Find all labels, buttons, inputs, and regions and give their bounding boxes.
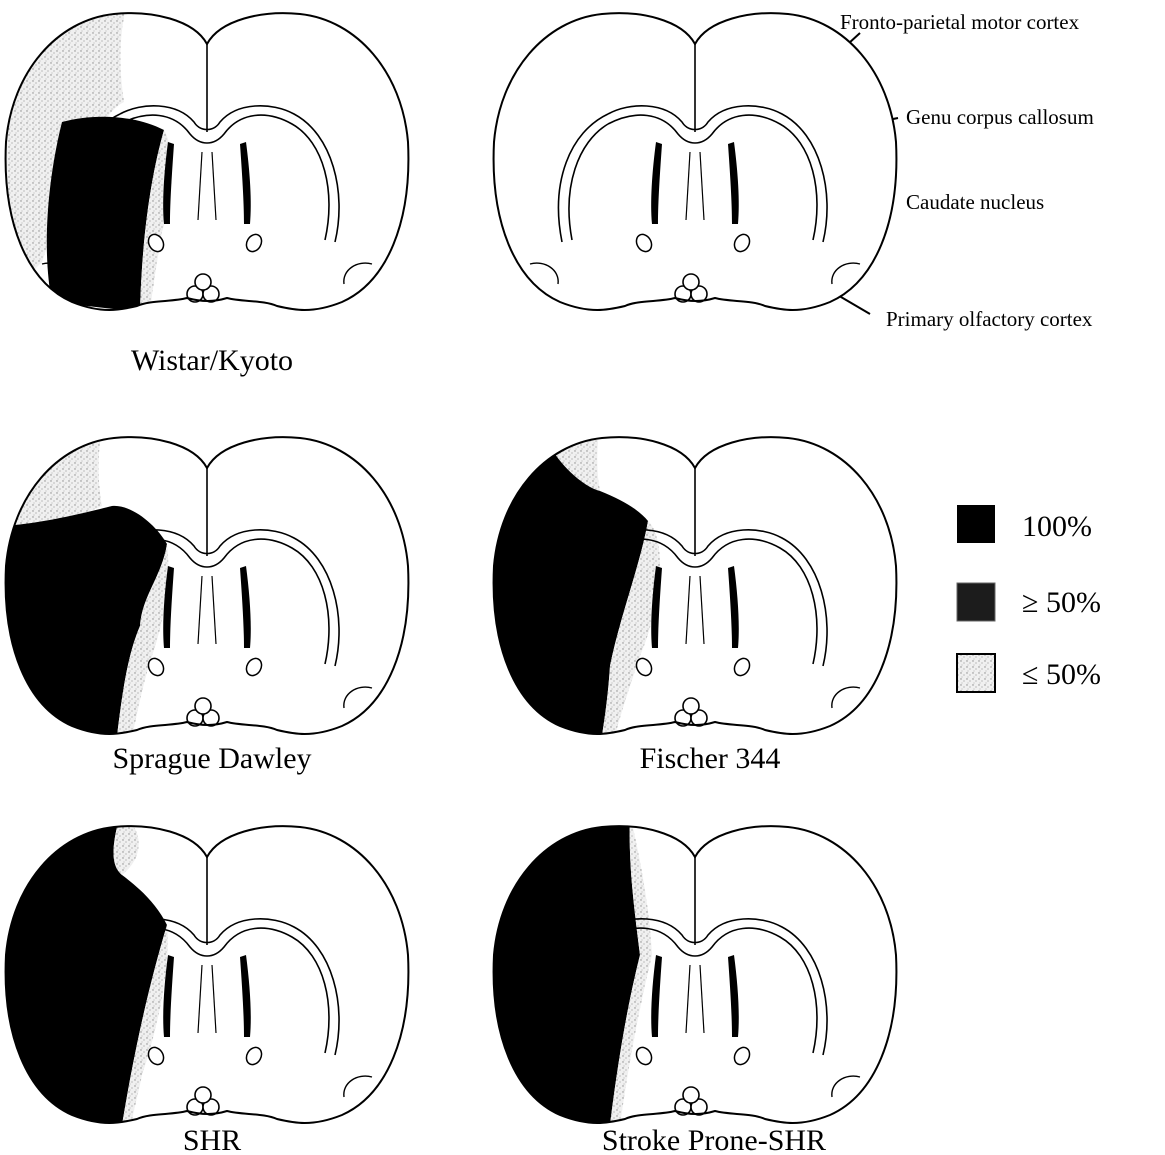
annotation-olfactory-cortex: Primary olfactory cortex	[886, 307, 1093, 331]
panel-caption: Stroke Prone-SHR	[602, 1124, 826, 1155]
panel-caption: Fischer 344	[640, 742, 781, 775]
legend-label-100: 100%	[1022, 510, 1092, 543]
brain-section-panel-3	[490, 426, 896, 736]
brain-section-panel-0	[2, 2, 408, 312]
annotation-caudate-nucleus: Caudate nucleus	[906, 190, 1044, 214]
annotation-motor-cortex: Fronto-parietal motor cortex	[840, 10, 1080, 34]
brain-section-panel-1	[494, 13, 897, 310]
annotation-genu-corpus-callosum: Genu corpus callosum	[906, 105, 1094, 129]
legend-label-le50: ≤ 50%	[1022, 658, 1101, 691]
panel-caption: Wistar/Kyoto	[131, 344, 293, 377]
legend-swatch-le50	[957, 654, 995, 692]
panel-caption: SHR	[183, 1124, 241, 1155]
brain-section-panel-4	[2, 815, 408, 1125]
panel-caption: Sprague Dawley	[112, 742, 311, 775]
legend: 100% ≥ 50% ≤ 50%	[957, 505, 1101, 692]
legend-swatch-100	[957, 505, 995, 543]
brain-section-panel-5	[490, 815, 896, 1125]
legend-label-ge50: ≥ 50%	[1022, 586, 1101, 619]
brain-section-panel-2	[2, 426, 408, 736]
legend-swatch-ge50	[957, 583, 995, 621]
